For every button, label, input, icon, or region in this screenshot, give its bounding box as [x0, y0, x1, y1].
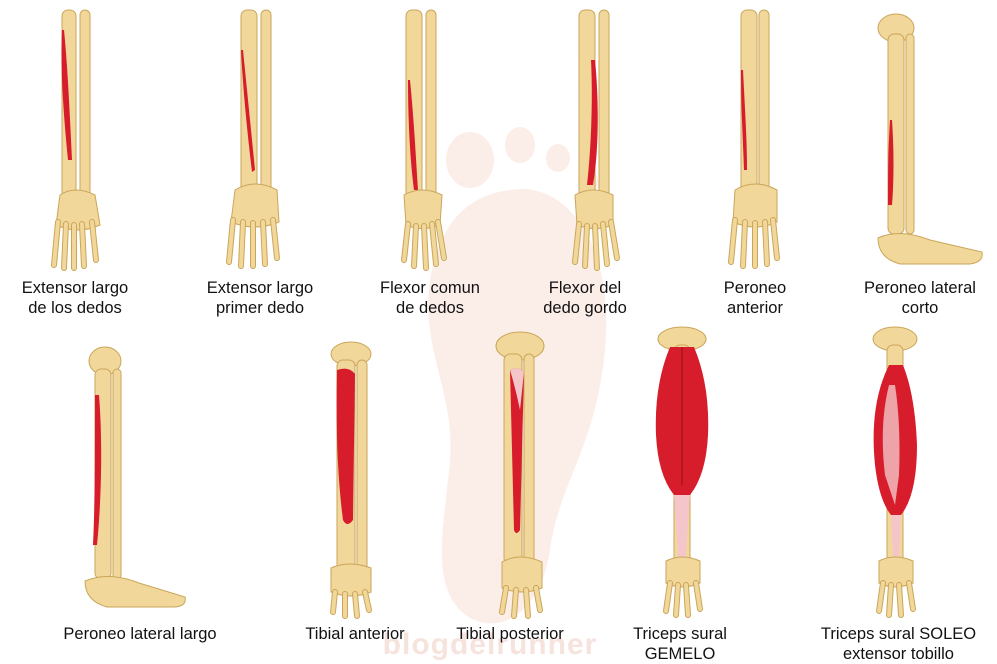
caption-line1: Tibial posterior	[435, 624, 585, 644]
leg-tibial-anterior	[315, 340, 395, 620]
caption-line1: Extensor largo	[0, 278, 150, 298]
caption-triceps-sural-gemelo: Triceps sural GEMELO	[605, 624, 755, 664]
leg-peroneo-lateral-corto	[860, 10, 990, 270]
leg-illustration	[640, 325, 730, 620]
leg-illustration	[855, 325, 945, 620]
leg-triceps-sural-soleo	[855, 325, 945, 620]
leg-illustration	[715, 10, 805, 270]
leg-illustration	[555, 10, 645, 270]
caption-line1: Extensor largo	[185, 278, 335, 298]
caption-line1: Flexor comun	[355, 278, 505, 298]
leg-illustration	[860, 10, 990, 270]
leg-illustration	[380, 10, 470, 270]
caption-line2: GEMELO	[605, 644, 755, 664]
caption-extensor-largo-primer-dedo: Extensor largo primer dedo	[185, 278, 335, 318]
leg-flexor-comun-dedos	[380, 10, 470, 270]
caption-peroneo-lateral-largo: Peroneo lateral largo	[40, 624, 240, 644]
leg-illustration	[65, 345, 195, 615]
leg-illustration	[40, 10, 130, 270]
leg-illustration	[480, 330, 570, 620]
caption-flexor-comun-dedos: Flexor comun de dedos	[355, 278, 505, 318]
caption-line2: de dedos	[355, 298, 505, 318]
caption-line2: dedo gordo	[510, 298, 660, 318]
caption-peroneo-anterior: Peroneo anterior	[680, 278, 830, 318]
caption-triceps-sural-soleo: Triceps sural SOLEO extensor tobillo	[800, 624, 997, 664]
caption-line1: Flexor del	[510, 278, 660, 298]
leg-flexor-dedo-gordo	[555, 10, 645, 270]
caption-line2: extensor tobillo	[800, 644, 997, 664]
caption-line2: corto	[845, 298, 995, 318]
caption-line2: anterior	[680, 298, 830, 318]
caption-line1: Tibial anterior	[280, 624, 430, 644]
caption-line2: de los dedos	[0, 298, 150, 318]
caption-line1: Peroneo lateral	[845, 278, 995, 298]
leg-extensor-largo-dedos	[40, 10, 130, 270]
leg-peroneo-lateral-largo	[65, 345, 195, 615]
caption-line1: Peroneo lateral largo	[40, 624, 240, 644]
caption-tibial-posterior: Tibial posterior	[435, 624, 585, 644]
caption-line1: Peroneo	[680, 278, 830, 298]
caption-extensor-largo-dedos: Extensor largo de los dedos	[0, 278, 150, 318]
leg-peroneo-anterior	[715, 10, 805, 270]
caption-line1: Triceps sural SOLEO	[800, 624, 997, 644]
leg-illustration	[315, 340, 395, 620]
caption-peroneo-lateral-corto: Peroneo lateral corto	[845, 278, 995, 318]
caption-line1: Triceps sural	[605, 624, 755, 644]
leg-triceps-sural-gemelo	[640, 325, 730, 620]
caption-tibial-anterior: Tibial anterior	[280, 624, 430, 644]
leg-extensor-largo-primer-dedo	[215, 10, 305, 270]
leg-tibial-posterior	[480, 330, 570, 620]
caption-line2: primer dedo	[185, 298, 335, 318]
caption-flexor-dedo-gordo: Flexor del dedo gordo	[510, 278, 660, 318]
leg-illustration	[215, 10, 305, 270]
